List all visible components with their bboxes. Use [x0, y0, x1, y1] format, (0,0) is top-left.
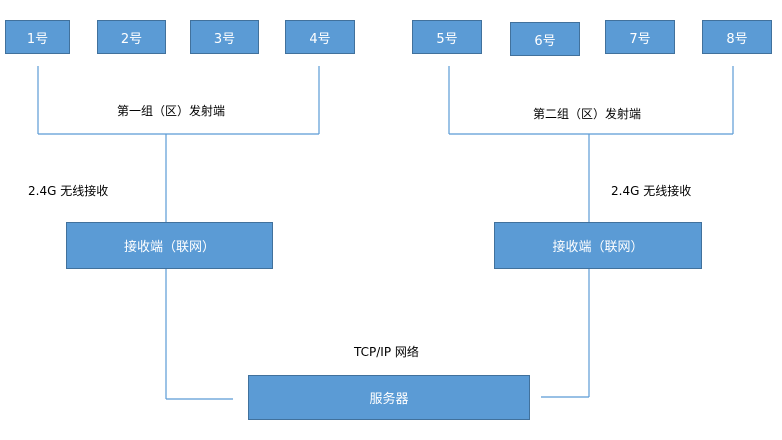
receiver-left: 接收端（联网） [66, 222, 273, 269]
server-label: 服务器 [369, 392, 409, 407]
transmitter-3: 3号 [190, 20, 259, 54]
transmitter-7: 7号 [605, 20, 675, 54]
transmitter-2-label: 2号 [120, 31, 143, 47]
wireless-label-right: 2.4G 无线接收 [611, 184, 692, 198]
wireless-label-left: 2.4G 无线接收 [28, 184, 109, 198]
transmitter-1-label: 1号 [26, 31, 49, 47]
server-box: 服务器 [248, 375, 530, 420]
transmitter-8: 8号 [702, 20, 772, 54]
transmitter-7-label: 7号 [629, 31, 651, 47]
group2-label: 第二组（区）发射端 [533, 107, 642, 121]
network-label: TCP/IP 网络 [354, 345, 419, 359]
transmitter-4: 4号 [285, 20, 355, 54]
transmitter-8-label: 8号 [726, 31, 748, 47]
receiver-right: 接收端（联网） [494, 222, 702, 269]
transmitter-1: 1号 [5, 20, 70, 54]
receiver-right-label: 接收端（联网） [552, 240, 644, 255]
group1-label: 第一组（区）发射端 [117, 104, 226, 118]
receiver-left-label: 接收端（联网） [123, 240, 215, 255]
transmitter-5: 5号 [412, 20, 482, 54]
transmitter-4-label: 4号 [309, 31, 331, 47]
transmitter-6-label: 6号 [534, 33, 556, 49]
transmitter-5-label: 5号 [436, 31, 458, 47]
transmitter-2: 2号 [97, 20, 166, 54]
transmitter-3-label: 3号 [213, 31, 236, 47]
transmitter-6: 6号 [510, 22, 580, 56]
